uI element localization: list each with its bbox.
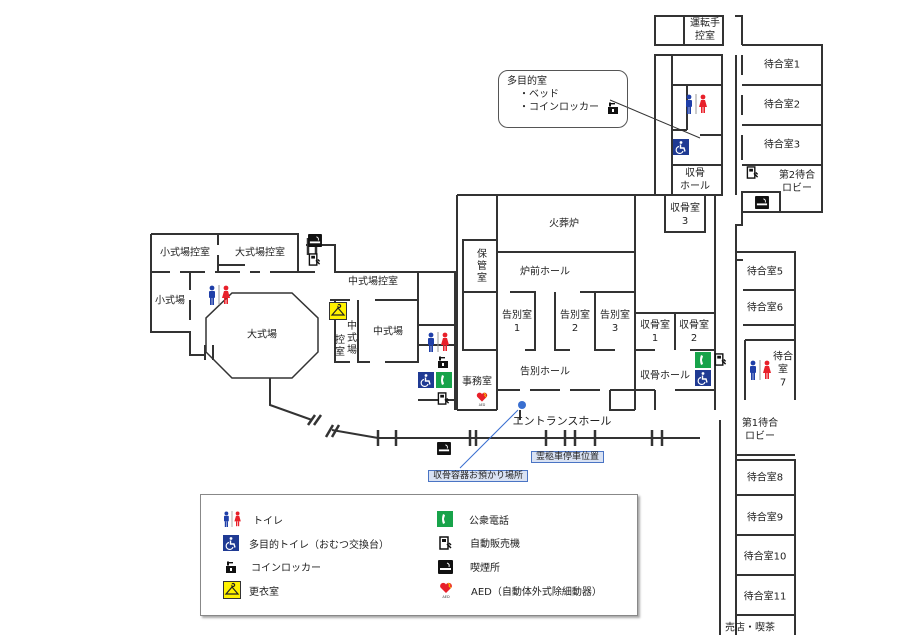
toilet-icon: [219, 511, 245, 527]
svg-text:AED: AED: [442, 595, 450, 599]
room-waiting-3[interactable]: 待合室3: [763, 139, 801, 151]
room-bone-hall[interactable]: 収骨ホール: [640, 370, 690, 382]
legend-item-changing-room: 更衣室: [223, 581, 279, 599]
legend-label: AED（自動体外式除細動器）: [471, 586, 602, 598]
public-phone-icon: [437, 511, 453, 527]
svg-text:AED: AED: [479, 403, 486, 407]
room-waiting-7[interactable]: 待合 室 7: [773, 351, 793, 389]
legend-label: コインロッカー: [251, 563, 321, 574]
room-waiting-8[interactable]: 待合室8: [746, 472, 784, 484]
legend-label: 自動販売機: [470, 539, 520, 550]
room-bone-1[interactable]: 収骨室 1: [640, 320, 670, 344]
vending-machine-icon: [437, 392, 450, 405]
coin-locker-icon: [607, 102, 619, 114]
smoking-area-icon: [437, 442, 451, 455]
legend-item-public-phone: 公衆電話: [437, 511, 509, 527]
toilet-icon: [424, 332, 452, 352]
callout-item-locker: ・コインロッカー: [507, 101, 619, 114]
room-farewell-2[interactable]: 告別室 2: [560, 310, 590, 334]
changing-room-icon: [223, 581, 241, 599]
vending-machine-icon: [308, 253, 321, 266]
changing-room-icon: [329, 302, 347, 320]
public-phone-icon: [436, 372, 452, 388]
room-farewell-3[interactable]: 告別室 3: [600, 310, 630, 334]
public-phone-icon: [695, 352, 711, 368]
room-office[interactable]: 事務室: [462, 376, 492, 388]
coin-locker-icon: [437, 356, 449, 368]
accessible-toilet-icon: [695, 370, 711, 386]
coin-locker-icon: [225, 561, 237, 573]
room-waiting-11[interactable]: 待合室11: [743, 591, 787, 603]
room-large-hall[interactable]: 大式場: [247, 329, 277, 341]
legend-label: トイレ: [253, 515, 283, 527]
room-mid-hall-wait[interactable]: 中式場控室: [348, 276, 398, 288]
legend-label: 喫煙所: [470, 563, 500, 574]
room-furnace-hall[interactable]: 炉前ホール: [520, 266, 570, 278]
aed-icon: AED: [439, 581, 453, 599]
room-lobby-2[interactable]: 第2待合 ロビー: [778, 170, 816, 194]
legend-item-aed: AED AED（自動体外式除細動器）: [439, 581, 602, 599]
map-legend: トイレ 多目的トイレ（おむつ交換台） コインロッカー 更衣室 公衆電話 自動販売…: [200, 494, 638, 616]
room-waiting-2[interactable]: 待合室2: [763, 99, 801, 111]
callout-item-bed: ・ベッド: [519, 89, 559, 100]
aed-icon: AED: [475, 391, 489, 407]
room-waiting-1[interactable]: 待合室1: [763, 59, 801, 71]
room-waiting-10[interactable]: 待合室10: [743, 551, 787, 563]
room-mid-hall-v: 中式場: [344, 320, 356, 356]
room-small-hall[interactable]: 小式場: [155, 295, 185, 307]
accessible-toilet-icon: [673, 139, 689, 155]
vending-machine-icon: [439, 535, 452, 550]
room-furnace: 火葬炉: [549, 218, 579, 230]
room-mid-hall-wait-v[interactable]: 控室: [332, 334, 344, 358]
accessible-toilet-icon: [418, 372, 434, 388]
room-farewell-hall[interactable]: 告別ホール: [520, 366, 570, 378]
room-waiting-6[interactable]: 待合室6: [746, 302, 784, 314]
urn-storage-marker: [518, 401, 526, 409]
legend-label: 多目的トイレ（おむつ交換台）: [249, 539, 389, 551]
legend-label: 公衆電話: [469, 515, 509, 527]
room-shop[interactable]: 売店・喫茶: [725, 622, 775, 634]
callout-item-label: ・コインロッカー: [519, 102, 599, 113]
legend-label: 更衣室: [249, 586, 279, 598]
room-farewell-1[interactable]: 告別室 1: [502, 310, 532, 334]
room-bone-2[interactable]: 収骨室 2: [679, 320, 709, 344]
legend-item-coin-locker: コインロッカー: [225, 559, 321, 574]
legend-item-vending-machine: 自動販売機: [439, 535, 520, 550]
accessible-toilet-icon: [223, 535, 239, 551]
room-large-hall-wait[interactable]: 大式場控室: [235, 247, 285, 259]
legend-item-toilet: トイレ: [219, 511, 283, 527]
toilet-icon: [205, 285, 233, 305]
hearse-stop-tag: 霊柩車停車位置: [531, 451, 605, 463]
legend-item-accessible-toilet: 多目的トイレ（おむつ交換台）: [223, 535, 389, 551]
room-bone-hall-upper[interactable]: 収骨 ホール: [680, 168, 710, 192]
legend-item-smoking-area: 喫煙所: [438, 559, 500, 574]
room-entrance-hall[interactable]: エントランスホール: [512, 414, 612, 428]
vending-machine-icon: [746, 166, 759, 179]
room-lobby-1[interactable]: 第1待合 ロビー: [741, 418, 779, 442]
vending-machine-icon: [714, 353, 727, 366]
smoking-area-icon: [308, 234, 322, 247]
room-bone-3[interactable]: 収骨室 3: [670, 203, 700, 227]
toilet-icon: [746, 360, 774, 380]
smoking-area-icon: [755, 196, 769, 209]
room-small-hall-wait[interactable]: 小式場控室: [160, 247, 210, 259]
room-waiting-9[interactable]: 待合室9: [746, 512, 784, 524]
callout-title: 多目的室: [507, 76, 547, 87]
multipurpose-room-callout: 多目的室 ・ベッド ・コインロッカー: [498, 70, 628, 128]
room-waiting-5[interactable]: 待合室5: [746, 266, 784, 278]
urn-storage-tag: 収骨容器お預かり場所: [428, 470, 529, 482]
room-mid-hall[interactable]: 中式場: [373, 326, 403, 338]
toilet-icon: [682, 94, 710, 114]
room-driver: 運転手 控室: [690, 18, 720, 42]
smoking-area-icon: [438, 559, 453, 574]
room-storage: 保管室: [474, 248, 486, 284]
